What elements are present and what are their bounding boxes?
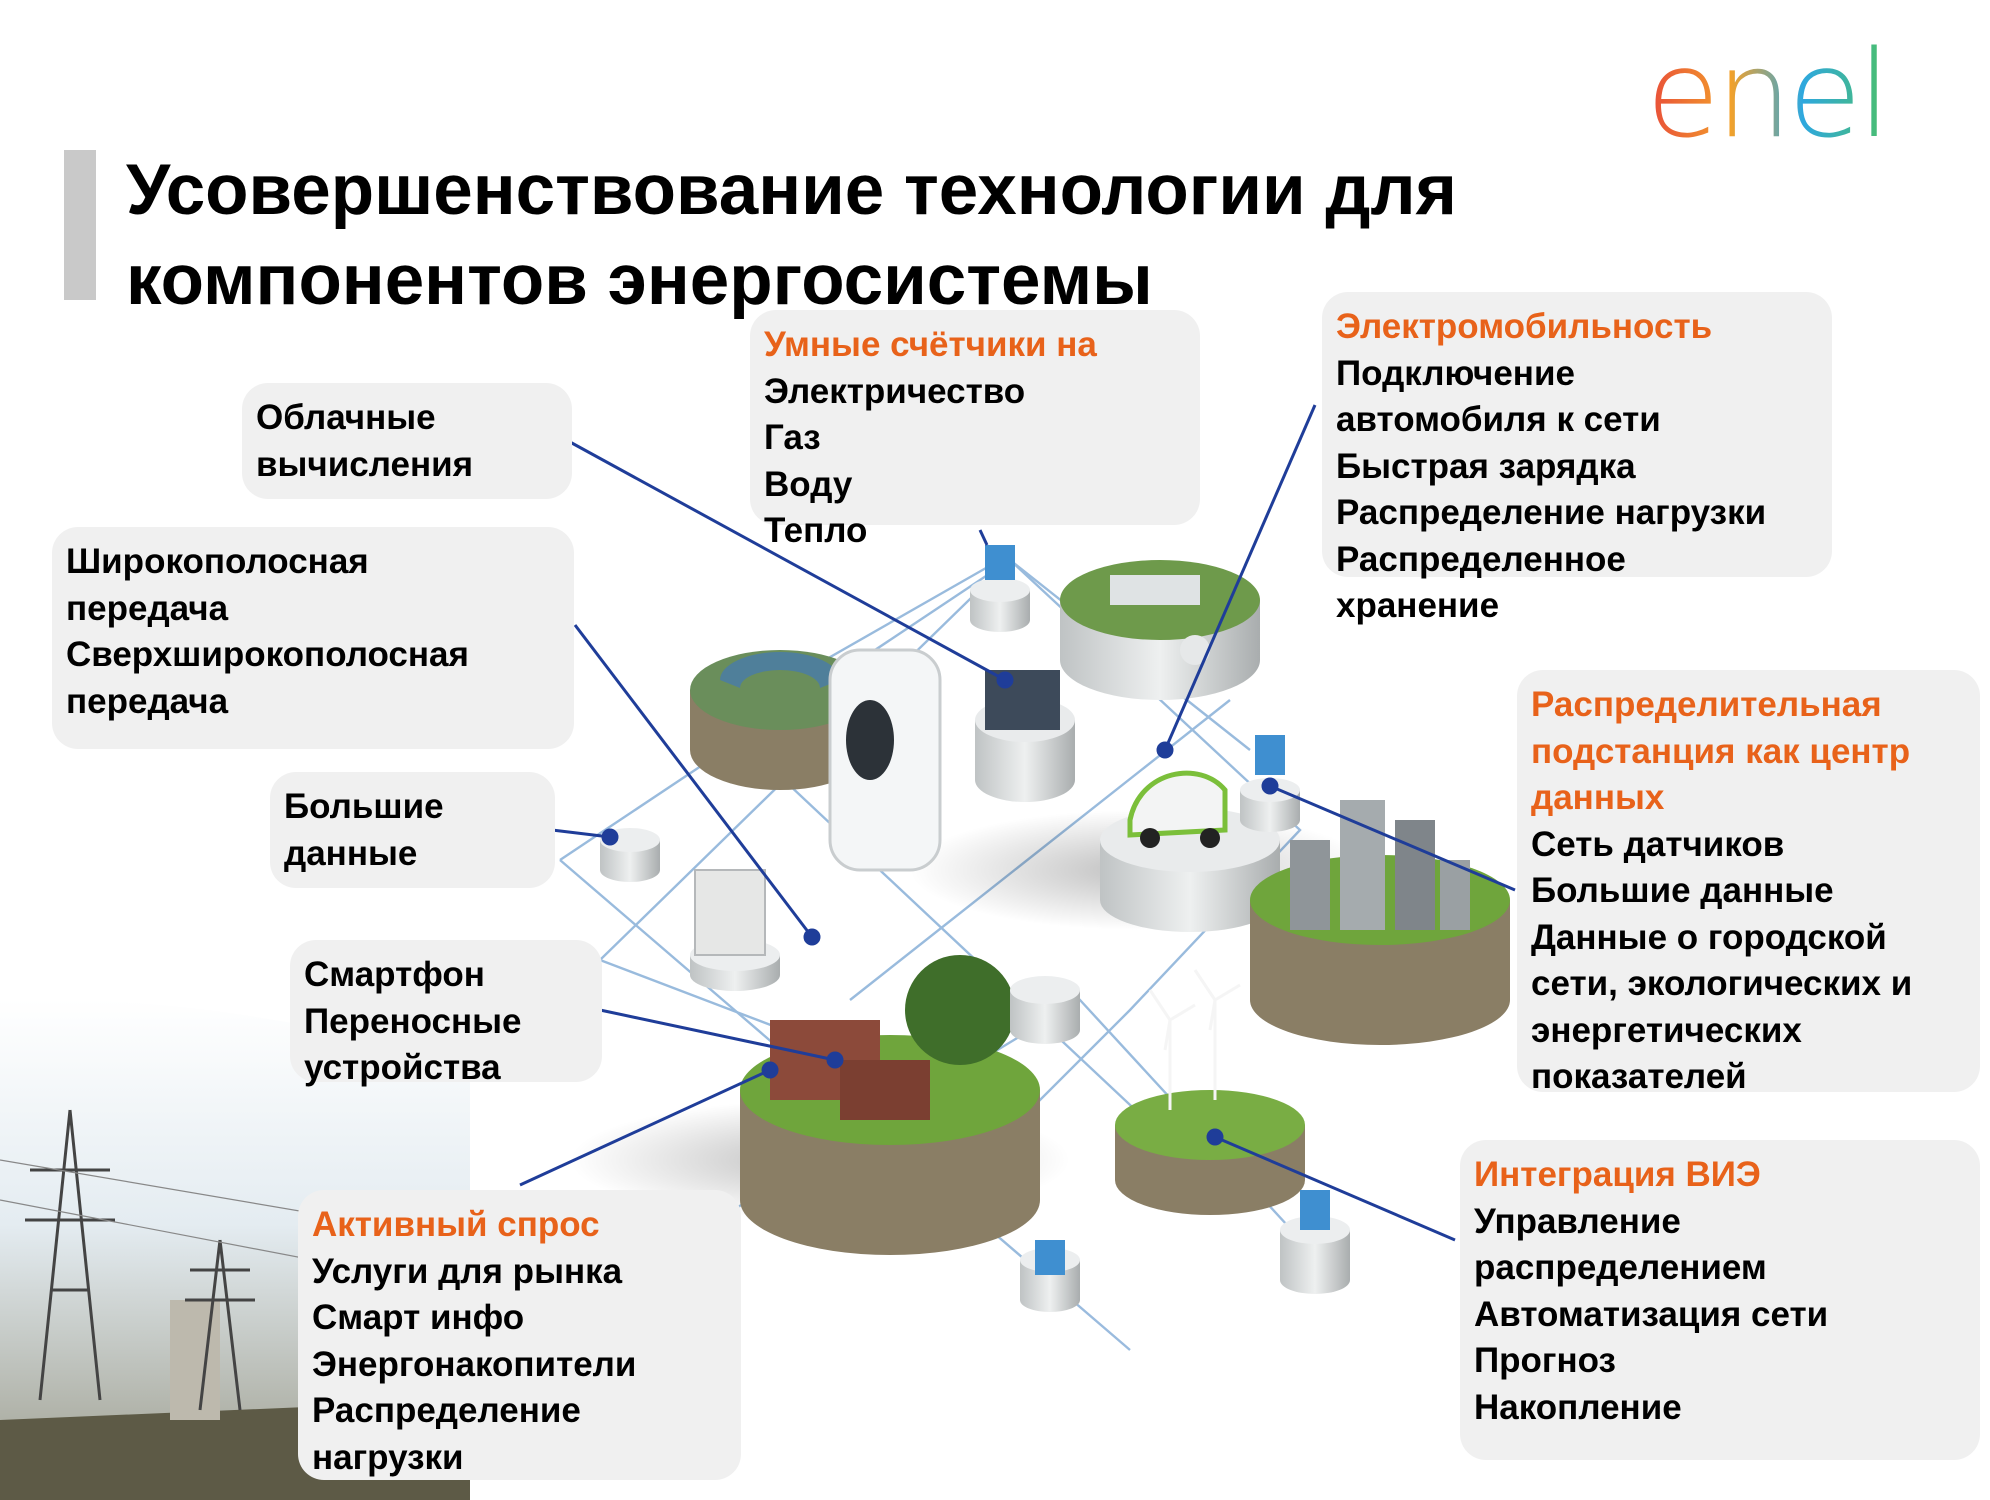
substation-callout: Распределительная подстанция как центр д…	[1517, 670, 1980, 1096]
callout-connectors	[519, 404, 1516, 1242]
e-mobility-item: автомобиля к сети	[1336, 400, 1661, 439]
smartphone-item: устройства	[304, 1048, 501, 1087]
res-integration-item: Управление	[1474, 1201, 1681, 1241]
res-integration-heading: Интеграция ВИЭ	[1474, 1155, 1761, 1194]
e-mobility-item: Распределенное	[1336, 539, 1626, 579]
substation-item: Большие данные	[1531, 871, 1834, 910]
title-accent-bar	[64, 150, 96, 300]
cloud-computing-item: Облачные	[256, 398, 436, 437]
page-title: Усовершенствование технологии для компон…	[126, 146, 1626, 326]
res-integration-item: Прогноз	[1474, 1341, 1616, 1380]
e-mobility-heading: Электромобильность	[1336, 307, 1713, 346]
active-demand-item: нагрузки	[312, 1437, 464, 1477]
smart-meters-item: Тепло	[764, 511, 868, 550]
hydro-dam-platform	[690, 650, 870, 790]
houses-platform	[740, 955, 1040, 1255]
smart-meter-device-icon	[828, 648, 942, 872]
smart-meters-heading: Умные счётчики на	[764, 325, 1097, 364]
res-integration-item: распределением	[1474, 1248, 1767, 1287]
big-data-item: Большие	[284, 787, 444, 826]
substation-item: Данные о городской сети, экологических и…	[1531, 917, 1913, 1097]
broadband-callout: Широкополосная передача Сверхширокополос…	[52, 527, 574, 749]
broadband-item: Широкополосная	[66, 542, 369, 581]
substation-heading: Распределительная подстанция как центр д…	[1531, 685, 1911, 817]
smartphone-item: Переносные	[304, 1001, 522, 1041]
broadband-item: передача	[66, 681, 229, 721]
e-mobility-callout: Электромобильность Подключение автомобил…	[1322, 292, 1832, 625]
substation-item: Сеть датчиков	[1531, 824, 1785, 864]
active-demand-item: Услуги для рынка	[312, 1251, 623, 1291]
broadband-item: Сверхширокополосная	[66, 635, 469, 674]
res-integration-item: Накопление	[1474, 1387, 1682, 1427]
control-panel-platform	[975, 670, 1075, 802]
big-data-item: данные	[284, 833, 418, 873]
electric-car-platform	[1100, 770, 1280, 932]
active-demand-item: Смарт инфо	[312, 1298, 525, 1337]
page-title-line-2: компонентов энергосистемы	[126, 241, 1153, 320]
city-platform	[1250, 800, 1510, 1045]
smartphone-item: Смартфон	[304, 955, 485, 994]
res-integration-item: Автоматизация сети	[1474, 1294, 1829, 1334]
active-demand-item: Энергонакопители	[312, 1344, 637, 1384]
smart-meters-item: Газ	[764, 418, 821, 457]
power-plant-platform	[1060, 560, 1260, 700]
e-mobility-item: Быстрая зарядка	[1336, 446, 1636, 486]
active-demand-item: Распределение	[312, 1391, 581, 1430]
smart-meters-item: Воду	[764, 464, 853, 504]
cloud-computing-item: вычисления	[256, 444, 474, 484]
active-demand-heading: Активный спрос	[312, 1205, 600, 1244]
component-platforms	[570, 545, 1510, 1312]
page-title-line-1: Усовершенствование технологии для	[126, 151, 1457, 230]
broadband-item: передача	[66, 588, 229, 628]
smartphone-callout: Смартфон Переносные устройства	[290, 940, 602, 1087]
active-demand-callout: Активный спрос Услуги для рынка Смарт ин…	[298, 1190, 741, 1480]
enel-logo: enel	[1646, 30, 1891, 160]
wind-farm-platform	[1115, 969, 1305, 1215]
small-node-platforms	[600, 545, 1350, 1312]
smart-meters-callout: Умные счётчики на Электричество Газ Воду…	[750, 310, 1200, 550]
e-mobility-item: Распределение нагрузки	[1336, 493, 1767, 532]
enel-logo-text: enel	[1646, 30, 1887, 160]
cloud-computing-callout: Облачные вычисления	[242, 383, 572, 499]
res-integration-callout: Интеграция ВИЭ Управление распределением…	[1460, 1140, 1980, 1460]
smart-meters-item: Электричество	[764, 371, 1026, 411]
e-mobility-item: хранение	[1336, 586, 1500, 625]
e-mobility-item: Подключение	[1336, 353, 1575, 393]
big-data-callout: Большие данные	[270, 772, 555, 888]
